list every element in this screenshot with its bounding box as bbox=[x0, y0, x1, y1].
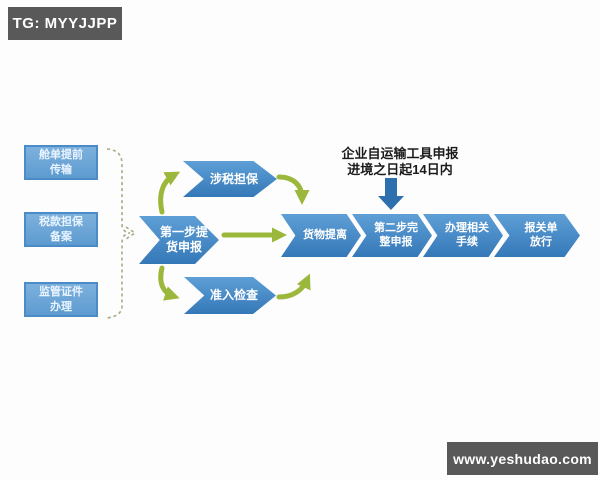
blue-down-arrow-icon bbox=[378, 178, 404, 210]
chevron-label-line: 第一步提 bbox=[159, 225, 208, 239]
chevron-label-line: 报关单 bbox=[524, 221, 558, 234]
chevron-label-line: 放行 bbox=[530, 235, 552, 248]
tg-watermark-badge: TG: MYYJJPP bbox=[8, 7, 122, 40]
prereq-label-line: 备案 bbox=[50, 230, 72, 243]
tg-watermark-text: TG: MYYJJPP bbox=[12, 15, 118, 32]
chevron-related-procedures: 办理相关 手续 bbox=[423, 214, 503, 257]
green-arrow-down-from-tax-guarantee-icon bbox=[276, 174, 310, 205]
dashed-brace-pointer-icon bbox=[125, 226, 137, 240]
chevron-label-line: 第二步完 bbox=[374, 221, 418, 234]
chevron-label-line: 手续 bbox=[456, 235, 478, 248]
chevron-step1-pickup-declaration: 第一步提 货申报 bbox=[139, 216, 219, 264]
prereq-label-line: 舱单提前 bbox=[39, 149, 83, 162]
chevron-tax-related-guarantee: 涉税担保 bbox=[183, 161, 277, 197]
green-arrow-up-to-tax-guarantee-icon bbox=[158, 171, 181, 215]
chevron-access-check: 准入检查 bbox=[184, 277, 276, 314]
chevron-label-line: 准入检查 bbox=[209, 288, 258, 302]
prereq-box-regulatory-documents: 监管证件 办理 bbox=[24, 282, 98, 317]
annotation-14-day-note: 企业自运输工具申报 进境之日起14日内 bbox=[312, 146, 488, 179]
prereq-label-line: 传输 bbox=[50, 163, 72, 176]
website-watermark-text: www.yeshudao.com bbox=[453, 450, 592, 467]
chevron-cargo-release: 货物提离 bbox=[281, 214, 361, 257]
chevron-label-line: 整申报 bbox=[379, 235, 413, 248]
dashed-brace-connector bbox=[106, 148, 131, 319]
prereq-box-tax-guarantee-filing: 税款担保 备案 bbox=[24, 212, 98, 247]
prereq-label-line: 办理 bbox=[50, 300, 72, 313]
prereq-box-manifest-transmission: 舱单提前 传输 bbox=[24, 145, 98, 180]
chevron-label-line: 货申报 bbox=[165, 240, 202, 254]
chevron-step2-complete-declaration: 第二步完 整申报 bbox=[352, 214, 432, 257]
chevron-label-line: 货物提离 bbox=[303, 228, 347, 241]
annotation-line: 企业自运输工具申报 bbox=[341, 146, 459, 161]
chevron-declaration-release: 报关单 放行 bbox=[494, 214, 580, 257]
chevron-label-line: 涉税担保 bbox=[209, 171, 258, 186]
prereq-label-line: 监管证件 bbox=[39, 286, 83, 299]
green-arrow-down-to-access-check-icon bbox=[158, 265, 180, 301]
green-arrow-up-from-access-check-icon bbox=[276, 273, 311, 300]
annotation-line: 进境之日起14日内 bbox=[347, 162, 453, 178]
chevron-label-line: 办理相关 bbox=[445, 221, 489, 234]
website-watermark-badge: www.yeshudao.com bbox=[447, 442, 598, 475]
prereq-label-line: 税款担保 bbox=[39, 216, 83, 229]
